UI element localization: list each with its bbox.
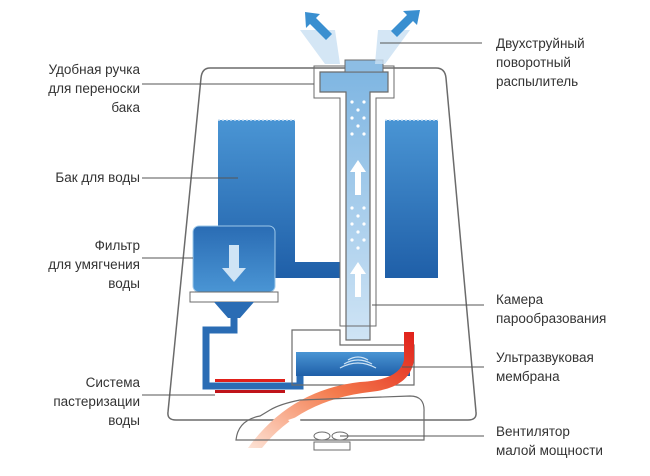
- down-arrow-icon: [222, 245, 246, 282]
- sprayer-cap: [344, 59, 384, 73]
- fan-housing: [235, 395, 425, 441]
- pasteurization-heater: [215, 379, 285, 382]
- label-tank: Бак для воды: [55, 170, 140, 185]
- label-chamber: Камера парообразования: [496, 292, 607, 326]
- steam-droplets: [350, 100, 366, 250]
- water-pool: [296, 352, 410, 376]
- heat-up-arrow-icon: [280, 416, 301, 441]
- fan-icon: [313, 431, 351, 451]
- label-sprayer: Двухструйный поворотный распылитель: [496, 36, 585, 89]
- spray-jet-left: [300, 30, 340, 64]
- water-pipe: [202, 318, 304, 390]
- label-lines: [142, 42, 484, 437]
- filter-grid: [189, 291, 279, 303]
- steam-column: [319, 71, 389, 341]
- label-handle: Удобная ручка для переноски бака: [48, 62, 140, 115]
- water-tank-right: [385, 120, 438, 278]
- heat-airflow: [248, 332, 414, 448]
- spray-jet-right: [375, 30, 410, 64]
- ultrasonic-waves-icon: [339, 356, 377, 369]
- spray-arrow-left-icon: [305, 12, 332, 40]
- label-membrane: Ультразвуковая мембрана: [496, 350, 594, 384]
- up-arrow-icon: [350, 160, 366, 195]
- spray-arrow-right-icon: [391, 10, 420, 37]
- humidifier-body: [167, 67, 477, 421]
- label-fan: Вентилятор малой мощности: [496, 424, 603, 458]
- label-pasteurization: Система пастеризации воды: [53, 375, 140, 428]
- up-arrow-icon: [350, 262, 366, 297]
- label-filter: Фильтр для умягчения воды: [48, 238, 140, 291]
